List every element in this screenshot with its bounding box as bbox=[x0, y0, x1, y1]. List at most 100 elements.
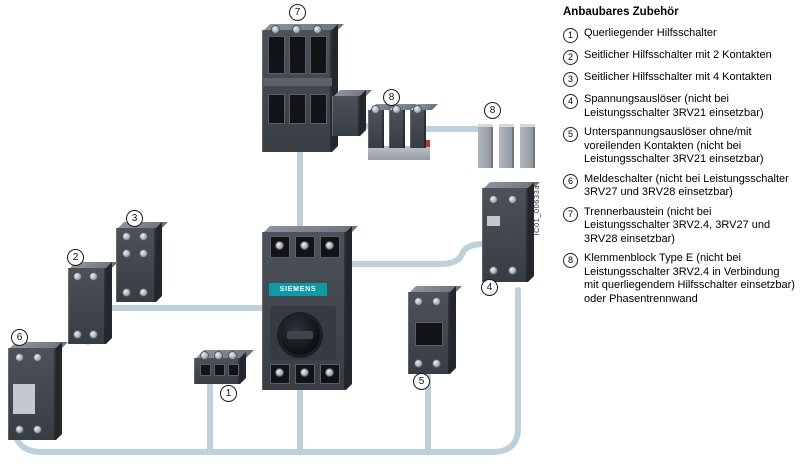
legend-item: 1 Querliegender Hilfsschalter bbox=[563, 27, 797, 43]
circuit-breaker: SIEMENS bbox=[262, 226, 358, 390]
terminal-slot bbox=[200, 364, 211, 376]
legend-item: 3 Seitlicher Hilfsschalter mit 4 Kontakt… bbox=[563, 71, 797, 87]
breaker-side-face bbox=[346, 226, 352, 390]
connector-line bbox=[343, 241, 503, 267]
callout-8b: 8 bbox=[484, 102, 501, 119]
legend-item: 5 Unterspannungsauslöser ohne/mit voreil… bbox=[563, 126, 797, 167]
screw bbox=[272, 26, 279, 33]
screw bbox=[140, 250, 147, 257]
undervoltage-release bbox=[408, 286, 462, 374]
screw bbox=[90, 331, 97, 338]
screw bbox=[326, 242, 333, 249]
legend-num: 7 bbox=[563, 206, 578, 222]
legend-num: 2 bbox=[563, 50, 578, 65]
screw bbox=[433, 298, 440, 305]
screw bbox=[123, 233, 130, 240]
signal-switch bbox=[8, 342, 68, 440]
legend-item: 4 Spannungsauslöser (nicht bei Leistungs… bbox=[563, 93, 797, 120]
legend-title: Anbaubares Zubehör bbox=[563, 6, 679, 18]
breaker-top-face bbox=[264, 226, 358, 232]
screw bbox=[372, 106, 379, 113]
legend-text: Spannungsauslöser (nicht bei Leistungssc… bbox=[584, 93, 764, 119]
terminal-block-piece bbox=[410, 104, 438, 148]
module-top-face bbox=[334, 90, 372, 96]
terminal-slot bbox=[289, 94, 306, 124]
phase-barrier-piece bbox=[499, 124, 514, 168]
legend-item: 7 Trennerbaustein (nicht bei Leistungssc… bbox=[563, 206, 797, 247]
terminal-slot bbox=[214, 364, 225, 376]
screw bbox=[490, 267, 497, 274]
terminal-slot bbox=[268, 94, 285, 124]
screw bbox=[314, 26, 321, 33]
module-side-face bbox=[156, 222, 162, 302]
legend-text: Seitlicher Hilfsschalter mit 4 Kontakten bbox=[584, 71, 772, 83]
screw bbox=[433, 360, 440, 367]
callout-3: 3 bbox=[126, 210, 143, 227]
callout-1: 1 bbox=[220, 385, 237, 402]
screw bbox=[215, 352, 222, 359]
screw bbox=[90, 273, 97, 280]
legend-num: 5 bbox=[563, 127, 578, 142]
screw bbox=[490, 196, 497, 203]
image-id-watermark: IC01_00633a bbox=[532, 185, 541, 236]
screw bbox=[326, 369, 333, 376]
legend-item: 8 Klemmenblock Type E (nicht bei Leistun… bbox=[563, 252, 797, 306]
knob-handle bbox=[287, 331, 313, 339]
siemens-label: SIEMENS bbox=[269, 283, 327, 296]
aux-switch-2-contacts bbox=[68, 262, 118, 344]
screw bbox=[229, 352, 236, 359]
phase-barrier bbox=[478, 120, 536, 172]
legend-text: Klemmenblock Type E (nicht bei Leistungs… bbox=[584, 252, 795, 305]
screw bbox=[276, 369, 283, 376]
screw bbox=[415, 298, 422, 305]
screw bbox=[140, 289, 147, 296]
terminal-block-piece bbox=[389, 104, 417, 148]
aux-switch-4-contacts bbox=[116, 222, 168, 302]
callout-5: 5 bbox=[413, 373, 430, 390]
legend-text: Trennerbaustein (nicht bei Leistungsscha… bbox=[584, 205, 771, 245]
module-side-face bbox=[106, 262, 112, 344]
screw bbox=[123, 289, 130, 296]
terminal-slot bbox=[415, 322, 443, 346]
screw bbox=[16, 354, 23, 361]
legend-num: 3 bbox=[563, 72, 578, 87]
terminal-block bbox=[368, 104, 438, 162]
legend-text: Unterspannungsauslöser ohne/mit voreilen… bbox=[584, 126, 764, 165]
screw bbox=[34, 354, 41, 361]
connector-line bbox=[85, 305, 267, 345]
screw bbox=[301, 369, 308, 376]
red-marker bbox=[426, 140, 430, 147]
voltage-release bbox=[482, 182, 540, 282]
screw bbox=[293, 26, 300, 33]
module-side-face bbox=[360, 90, 366, 136]
terminal-slot bbox=[228, 364, 239, 376]
legend-num: 8 bbox=[563, 253, 578, 268]
legend-num: 6 bbox=[563, 173, 578, 189]
screw bbox=[393, 106, 400, 113]
screw bbox=[74, 273, 81, 280]
terminal-block-piece bbox=[368, 104, 396, 148]
screw bbox=[16, 426, 23, 433]
label-plate bbox=[487, 216, 500, 226]
legend-num: 1 bbox=[563, 28, 578, 43]
legend-text: Meldeschalter (nicht bei Leistungsschalt… bbox=[584, 172, 789, 199]
module-band bbox=[262, 78, 332, 86]
screw bbox=[140, 233, 147, 240]
legend-item: 6 Meldeschalter (nicht bei Leistungsscha… bbox=[563, 173, 797, 200]
callout-4: 4 bbox=[481, 279, 498, 296]
legend: Anbaubares Zubehör 1 Querliegender Hilfs… bbox=[563, 6, 797, 312]
legend-item: 2 Seitlicher Hilfsschalter mit 2 Kontakt… bbox=[563, 49, 797, 65]
transverse-aux-switch bbox=[194, 350, 254, 384]
label-plate bbox=[13, 384, 35, 414]
module-side-face bbox=[450, 286, 456, 374]
callout-6: 6 bbox=[11, 329, 28, 346]
screw bbox=[74, 331, 81, 338]
screw bbox=[509, 267, 516, 274]
legend-text: Querliegender Hilfsschalter bbox=[584, 27, 717, 39]
screw bbox=[414, 106, 421, 113]
terminal-slot bbox=[310, 94, 327, 124]
screw bbox=[276, 242, 283, 249]
terminal-block-base bbox=[368, 146, 430, 160]
phase-barrier-piece bbox=[520, 124, 535, 168]
